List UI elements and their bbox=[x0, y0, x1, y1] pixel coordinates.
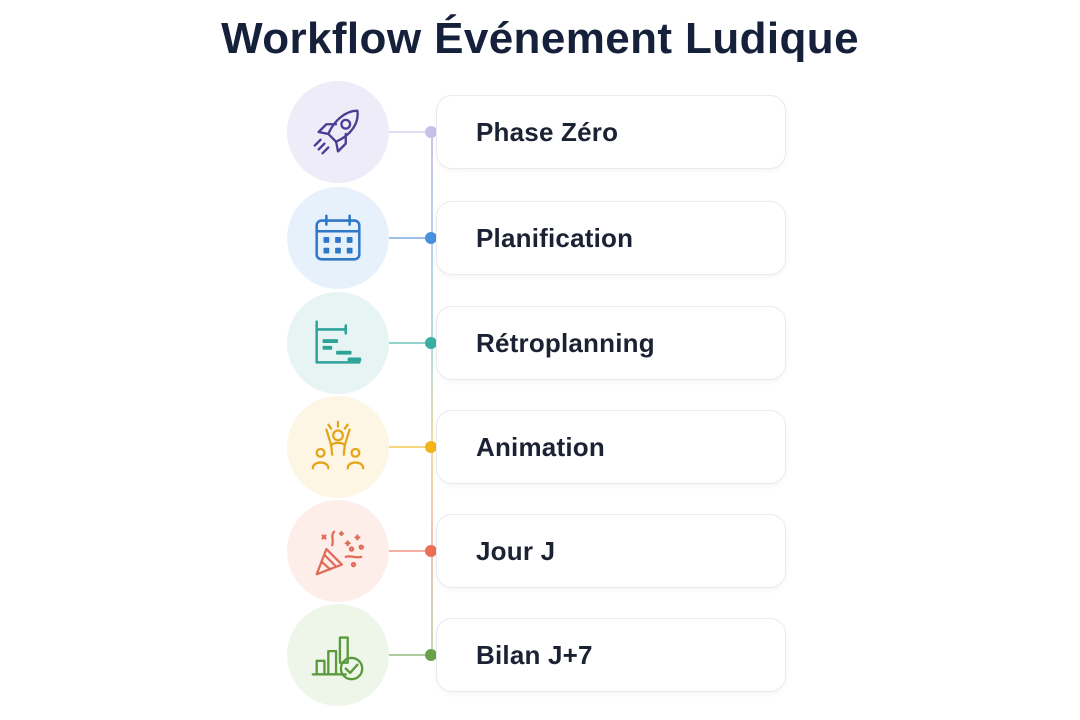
timeline-node bbox=[425, 337, 437, 349]
step-label: Bilan J+7 bbox=[476, 639, 593, 670]
step-icon-circle bbox=[287, 604, 389, 706]
step-connector bbox=[389, 342, 431, 344]
timeline-node bbox=[425, 232, 437, 244]
cheering-people-icon bbox=[311, 420, 365, 470]
step-label: Planification bbox=[476, 222, 634, 253]
timeline-node bbox=[425, 441, 437, 453]
party-popper-icon bbox=[315, 530, 364, 576]
timeline-spine bbox=[431, 133, 433, 655]
timeline-node bbox=[425, 126, 437, 138]
step-card[interactable]: Bilan J+7 bbox=[436, 618, 786, 692]
workflow-step-jour-j: Jour J bbox=[0, 500, 1080, 604]
step-icon-circle bbox=[287, 396, 389, 498]
step-card[interactable]: Phase Zéro bbox=[436, 95, 786, 169]
gantt-chart-icon bbox=[315, 320, 362, 364]
step-label: Jour J bbox=[476, 535, 556, 566]
timeline-node bbox=[425, 649, 437, 661]
workflow-step-animation: Animation bbox=[0, 396, 1080, 500]
step-label: Rétroplanning bbox=[476, 327, 655, 358]
page-title: Workflow Événement Ludique bbox=[221, 14, 859, 63]
step-connector bbox=[389, 131, 431, 133]
step-icon-circle bbox=[287, 500, 389, 602]
step-label: Animation bbox=[476, 431, 605, 462]
step-label: Phase Zéro bbox=[476, 116, 619, 147]
step-card[interactable]: Animation bbox=[436, 410, 786, 484]
step-connector bbox=[389, 446, 431, 448]
step-icon-circle bbox=[287, 81, 389, 183]
workflow-step-planification: Planification bbox=[0, 187, 1080, 291]
timeline-node bbox=[425, 545, 437, 557]
step-icon-circle bbox=[287, 292, 389, 394]
workflow-step-retroplanning: Rétroplanning bbox=[0, 292, 1080, 396]
step-card[interactable]: Rétroplanning bbox=[436, 306, 786, 380]
step-connector bbox=[389, 654, 431, 656]
step-card[interactable]: Planification bbox=[436, 201, 786, 275]
bar-chart-check-icon bbox=[311, 636, 364, 681]
step-card[interactable]: Jour J bbox=[436, 514, 786, 588]
step-connector bbox=[389, 237, 431, 239]
rocket-icon bbox=[313, 109, 359, 155]
workflow-step-bilan: Bilan J+7 bbox=[0, 604, 1080, 708]
workflow-step-phase-zero: Phase Zéro bbox=[0, 81, 1080, 185]
calendar-icon bbox=[315, 214, 361, 261]
step-icon-circle bbox=[287, 187, 389, 289]
step-connector bbox=[389, 550, 431, 552]
